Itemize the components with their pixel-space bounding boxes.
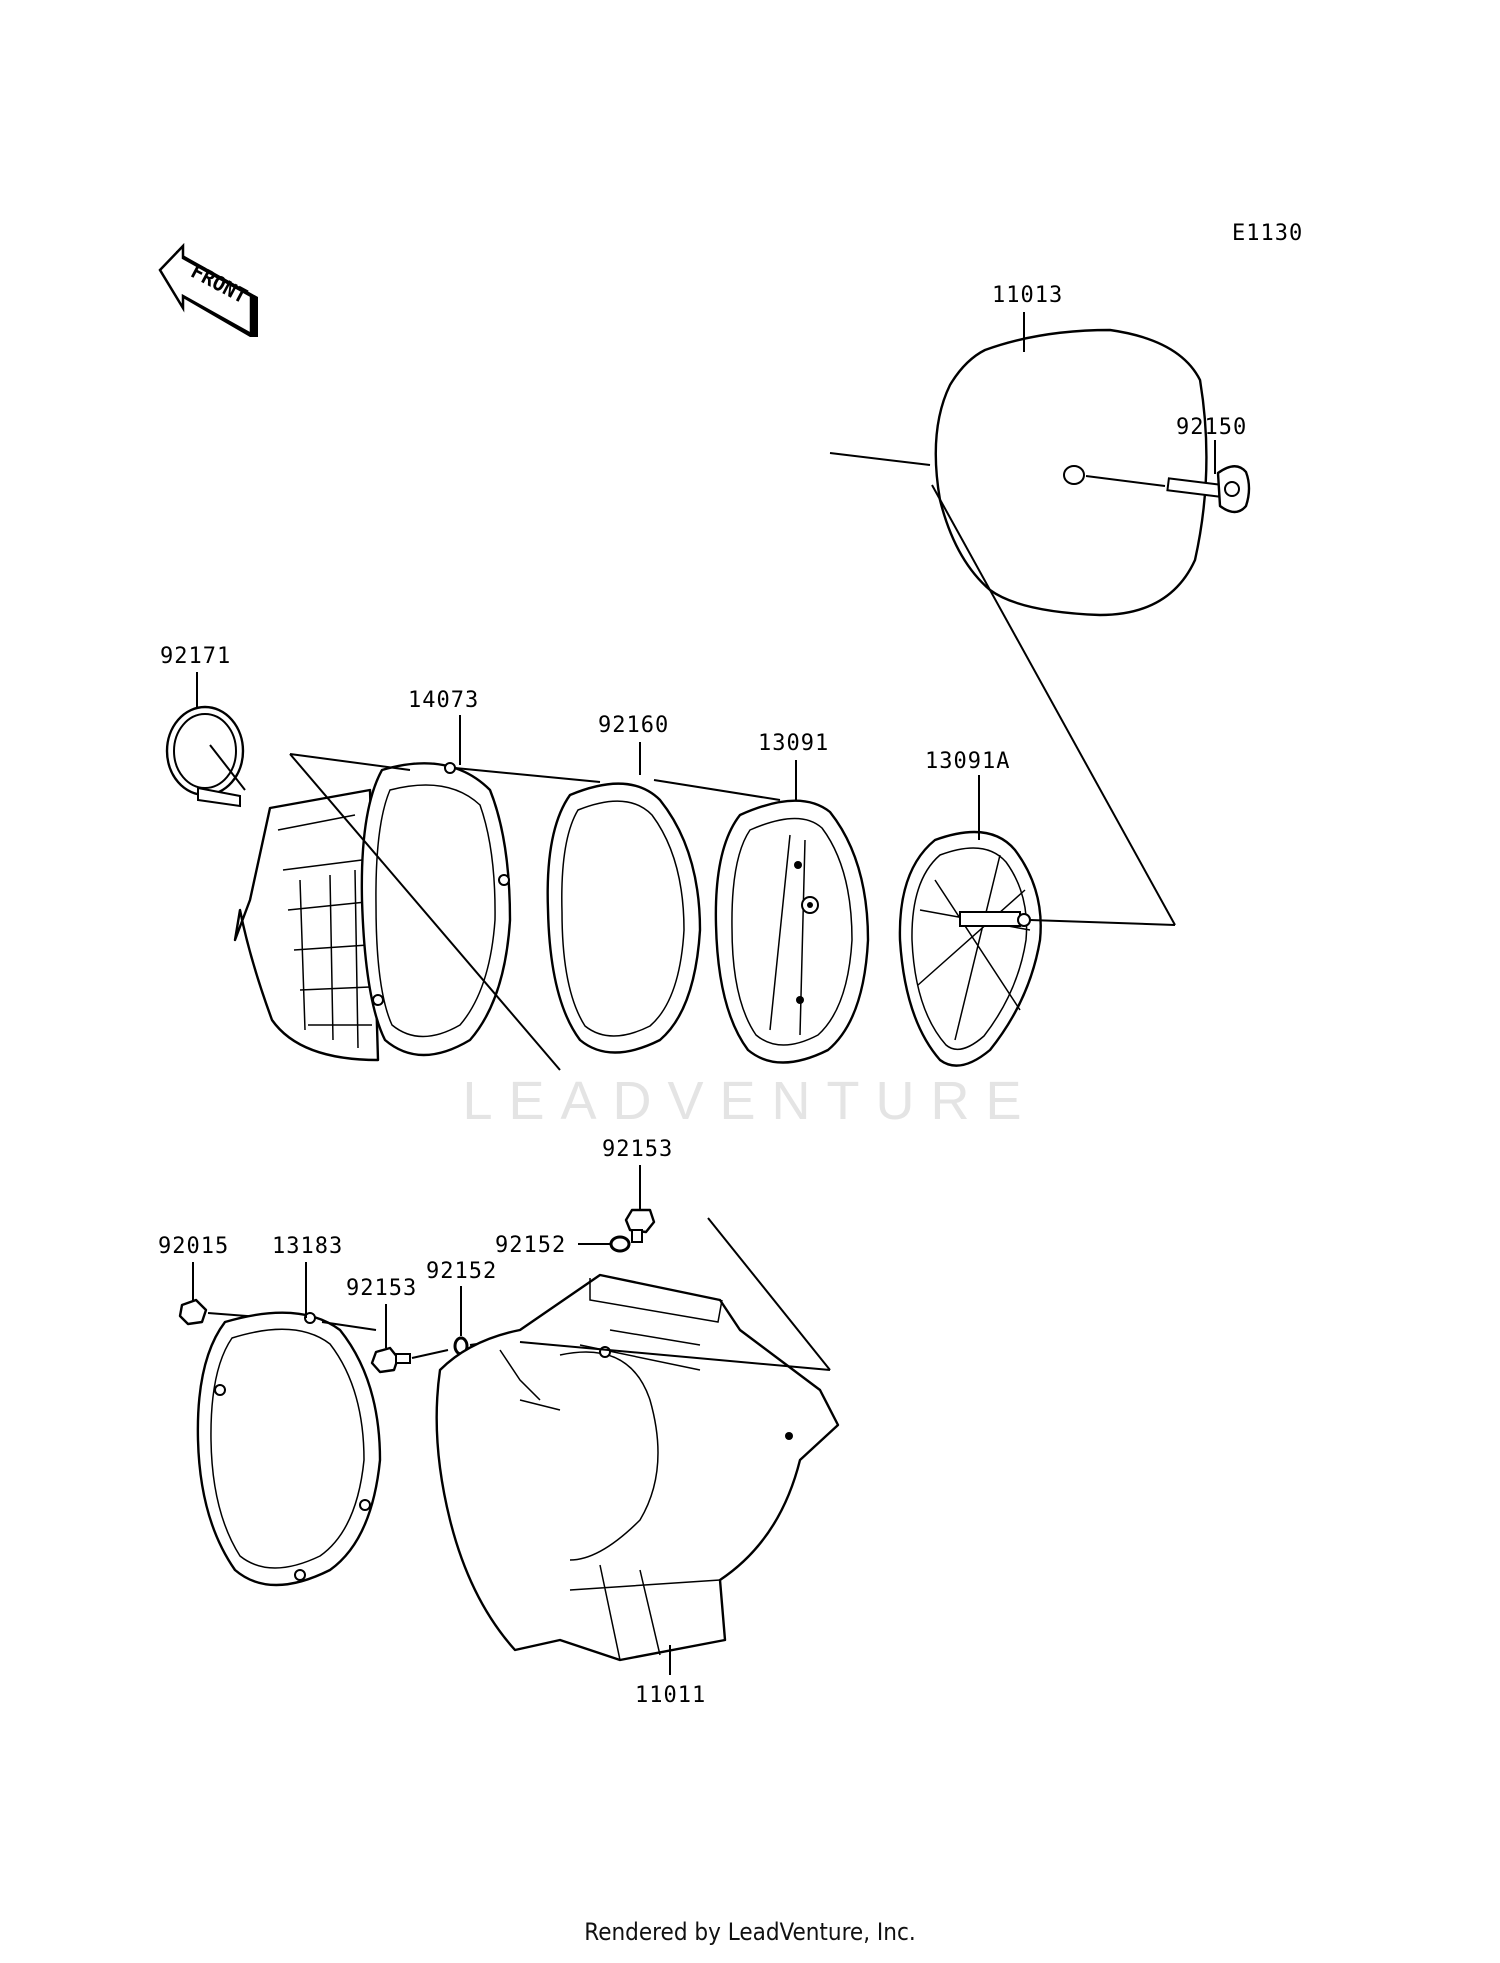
air-box-housing[interactable] bbox=[435, 1273, 840, 1662]
bolt-upper[interactable] bbox=[624, 1208, 656, 1243]
bolt-lower[interactable] bbox=[370, 1346, 411, 1374]
watermark: LEADVENTURE bbox=[462, 1071, 1038, 1131]
part-label-92153-upper[interactable]: 92153 bbox=[602, 1137, 673, 1162]
wing-bolt[interactable] bbox=[1166, 465, 1251, 514]
filter-holder[interactable] bbox=[714, 799, 870, 1064]
part-label-92015[interactable]: 92015 bbox=[158, 1234, 229, 1259]
part-label-14073[interactable]: 14073 bbox=[408, 688, 479, 713]
filter-gasket[interactable] bbox=[546, 782, 702, 1054]
filter-holder-frame[interactable] bbox=[898, 830, 1042, 1067]
part-label-92152-lower[interactable]: 92152 bbox=[426, 1259, 497, 1284]
part-label-13183[interactable]: 13183 bbox=[272, 1234, 343, 1259]
part-label-92160[interactable]: 92160 bbox=[598, 713, 669, 738]
lower-gasket[interactable] bbox=[196, 1311, 382, 1587]
intake-duct bbox=[233, 788, 380, 1062]
front-arrow-icon: FRONT bbox=[158, 242, 258, 337]
part-label-92150[interactable]: 92150 bbox=[1176, 415, 1247, 440]
nut[interactable] bbox=[178, 1298, 208, 1326]
part-label-92171[interactable]: 92171 bbox=[160, 644, 231, 669]
part-label-13091[interactable]: 13091 bbox=[758, 731, 829, 756]
part-label-92152-upper[interactable]: 92152 bbox=[495, 1233, 566, 1258]
part-label-92153-lower[interactable]: 92153 bbox=[346, 1276, 417, 1301]
diagram-code: E1130 bbox=[1232, 221, 1303, 246]
air-filter-element[interactable] bbox=[934, 328, 1208, 617]
washer-upper[interactable] bbox=[609, 1235, 631, 1253]
part-label-11011[interactable]: 11011 bbox=[635, 1683, 706, 1708]
part-label-13091a[interactable]: 13091A bbox=[925, 749, 1010, 774]
footer-credit: Rendered by LeadVenture, Inc. bbox=[584, 1918, 916, 1946]
part-label-11013[interactable]: 11013 bbox=[992, 283, 1063, 308]
duct-gasket[interactable] bbox=[360, 762, 512, 1057]
band-clamp[interactable] bbox=[165, 705, 245, 808]
